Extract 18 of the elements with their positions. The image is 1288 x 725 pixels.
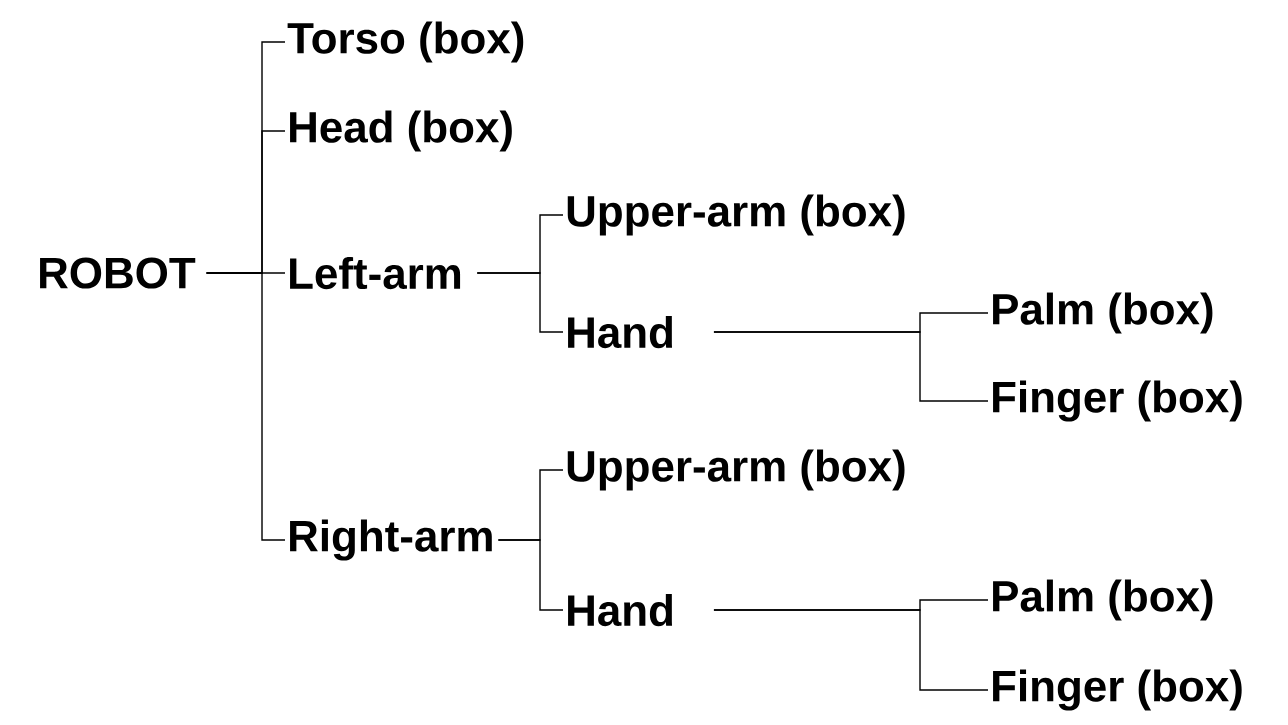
tree-label: Upper-arm (box) (567, 449, 905, 491)
tree-label: Hand (568, 593, 673, 627)
tree-label: Head (box) (290, 110, 512, 152)
tree-label: Finger (box) (993, 669, 1242, 711)
tree-label: Upper-arm (box) (567, 194, 905, 236)
tree-label: Palm (box) (993, 579, 1213, 621)
tree-label: ROBOT (40, 257, 196, 289)
tree-label: Right-arm (290, 519, 492, 561)
tree-label: Left-arm (290, 256, 461, 290)
connector-line (497, 539, 564, 611)
tree-label: Finger (box) (993, 380, 1242, 422)
connector-line (713, 331, 989, 402)
connector-line (476, 272, 564, 333)
connector-line (205, 272, 286, 541)
connector-line (713, 609, 989, 691)
tree-label: Torso (box) (287, 21, 524, 63)
tree-label: Palm (box) (993, 292, 1213, 334)
tree-label: Hand (568, 315, 673, 349)
